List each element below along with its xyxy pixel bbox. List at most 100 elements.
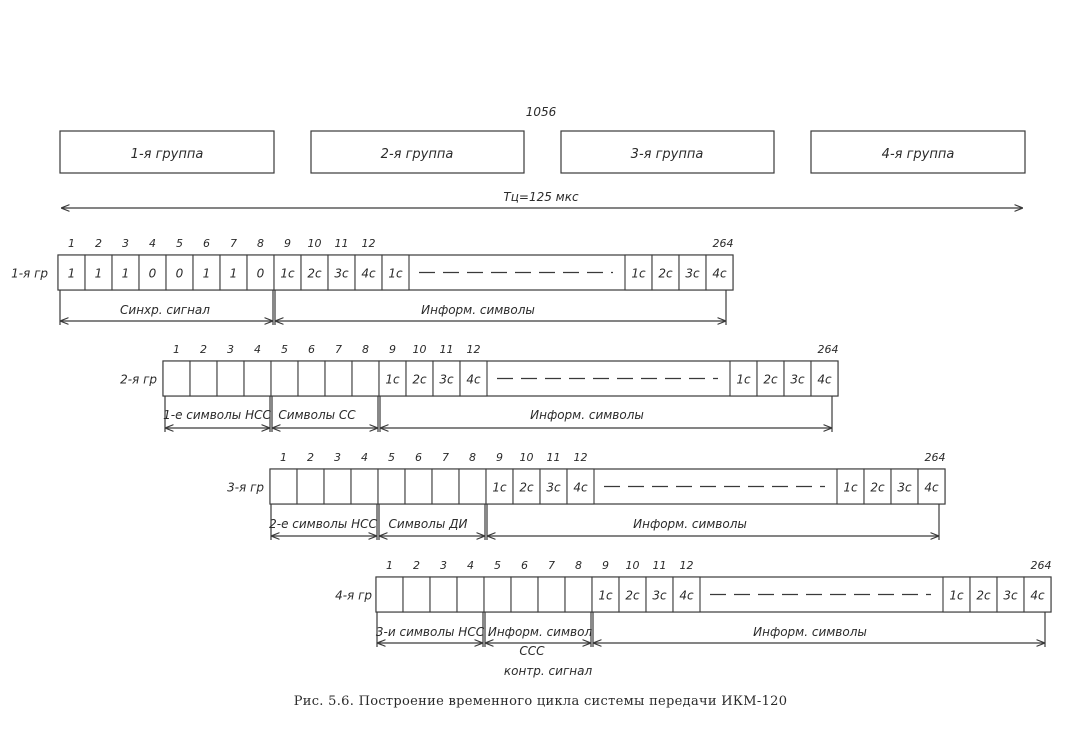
segment-label: Информ. символ <box>488 625 593 639</box>
time-slot-cell <box>381 254 410 291</box>
time-slot-cell <box>111 254 140 291</box>
slot-number: 7 <box>335 343 342 356</box>
group-box-label: 4-я группа <box>882 147 955 162</box>
time-slot-value: 3c <box>652 589 667 603</box>
time-slot-value: 1c <box>280 267 295 281</box>
group-box-label: 3-я группа <box>631 147 704 162</box>
time-slot-value: 1 <box>122 267 130 281</box>
time-slot-cell <box>351 360 380 397</box>
slot-number: 10 <box>413 343 427 356</box>
time-slot-cell <box>1023 576 1052 613</box>
slot-number-last: 264 <box>925 451 946 464</box>
slot-number: 11 <box>547 451 561 464</box>
time-slot-value: 1c <box>843 481 858 495</box>
slot-number: 1 <box>386 559 393 572</box>
time-slot-value: 4c <box>712 267 727 281</box>
time-slot-value: 1 <box>68 267 76 281</box>
time-slot-value: 4c <box>466 373 481 387</box>
slot-number: 8 <box>575 559 582 572</box>
time-slot-value: 4c <box>573 481 588 495</box>
time-slot-value: 3c <box>897 481 912 495</box>
time-slot-cell <box>537 576 566 613</box>
slot-number-last: 264 <box>713 237 734 250</box>
slot-number: 4 <box>254 343 261 356</box>
total-bits-label: 1056 <box>526 105 557 119</box>
time-slot-cell <box>645 576 674 613</box>
group-box-1: 1-я группа <box>59 130 275 174</box>
slot-number: 11 <box>440 343 454 356</box>
slot-number: 7 <box>548 559 555 572</box>
slot-number: 3 <box>334 451 341 464</box>
row-label: 2-я гр <box>120 373 157 387</box>
slot-number: 8 <box>257 237 264 250</box>
slot-number: 7 <box>230 237 237 250</box>
time-slot-cell <box>165 254 194 291</box>
time-slot-cell <box>672 576 701 613</box>
slot-number: 2 <box>95 237 102 250</box>
time-slot-cell <box>456 576 485 613</box>
group-box-label: 1-я группа <box>131 147 204 162</box>
slot-number: 4 <box>361 451 368 464</box>
slot-number: 9 <box>284 237 291 250</box>
time-slot-cell <box>458 468 487 505</box>
time-slot-value: 1c <box>385 373 400 387</box>
time-slot-value: 2c <box>412 373 427 387</box>
group-box-3: 3-я группа <box>560 130 775 174</box>
time-slot-cell <box>618 576 647 613</box>
slot-number: 4 <box>467 559 474 572</box>
slot-number: 11 <box>653 559 667 572</box>
time-slot-value: 3c <box>334 267 349 281</box>
slot-number: 4 <box>149 237 156 250</box>
time-slot-value: 3c <box>546 481 561 495</box>
time-slot-cell <box>297 360 326 397</box>
time-slot-cell <box>269 468 298 505</box>
time-slot-value: 3c <box>790 373 805 387</box>
slot-number: 2 <box>413 559 420 572</box>
slot-number-last: 264 <box>818 343 839 356</box>
time-slot-value: 0 <box>176 267 184 281</box>
slot-number: 9 <box>496 451 503 464</box>
time-slot-cell <box>296 468 325 505</box>
time-slot-value: 2c <box>976 589 991 603</box>
time-slot-cell <box>810 360 839 397</box>
slot-number: 1 <box>280 451 287 464</box>
time-slot-value: 4c <box>679 589 694 603</box>
time-slot-cell <box>917 468 946 505</box>
group-box-4: 4-я группа <box>810 130 1026 174</box>
time-slot-value: 3c <box>1003 589 1018 603</box>
group-box-label: 2-я группа <box>381 147 454 162</box>
slot-number: 3 <box>440 559 447 572</box>
time-slot-cell <box>564 576 593 613</box>
time-slot-cell <box>189 360 218 397</box>
slot-number: 10 <box>626 559 640 572</box>
slot-number-last: 264 <box>1031 559 1052 572</box>
slot-number: 12 <box>574 451 588 464</box>
slot-number: 6 <box>521 559 528 572</box>
time-slot-cell <box>405 360 434 397</box>
time-slot-value: 0 <box>257 267 265 281</box>
time-slot-cell <box>84 254 113 291</box>
time-slot-cell <box>459 360 488 397</box>
time-slot-cell <box>270 360 299 397</box>
time-slot-cell <box>429 576 458 613</box>
slot-number: 9 <box>602 559 609 572</box>
slot-number: 3 <box>122 237 129 250</box>
time-slot-value: 1c <box>598 589 613 603</box>
time-slot-value: 1c <box>631 267 646 281</box>
time-slot-cell <box>350 468 379 505</box>
time-slot-value: 4c <box>361 267 376 281</box>
segment-label: Символы ДИ <box>389 517 468 531</box>
time-slot-value: 1 <box>230 267 238 281</box>
time-slot-cell <box>996 576 1025 613</box>
time-slot-cell <box>510 576 539 613</box>
slot-number: 6 <box>415 451 422 464</box>
slot-number: 2 <box>307 451 314 464</box>
time-slot-value: 4c <box>924 481 939 495</box>
time-slot-value: 4c <box>1030 589 1045 603</box>
time-slot-value: 1c <box>736 373 751 387</box>
time-slot-value: 2c <box>763 373 778 387</box>
extra-label-ccc: ССС <box>519 644 545 658</box>
